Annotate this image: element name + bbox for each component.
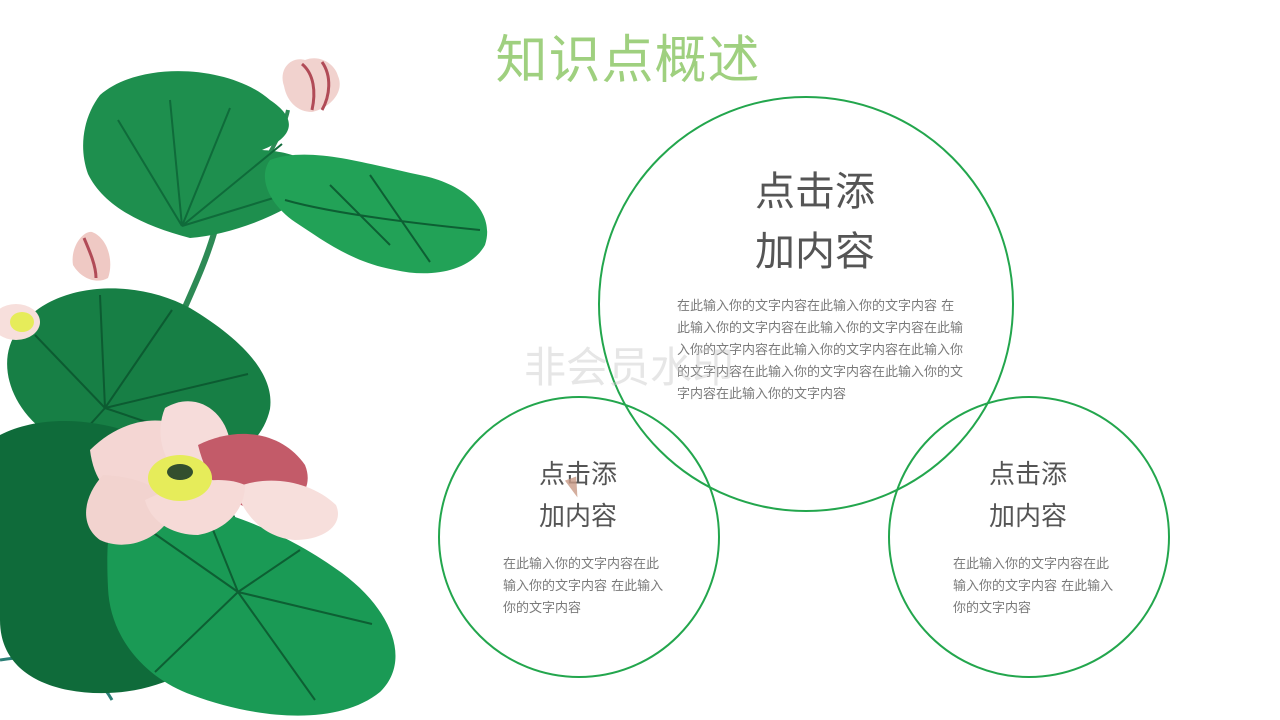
circle-heading-line: 点击添 bbox=[755, 169, 875, 215]
circle-heading-line: 加内容 bbox=[755, 229, 875, 275]
content-circle-left bbox=[438, 396, 720, 678]
circle-heading-large[interactable]: 点击添 加内容 bbox=[700, 162, 930, 282]
lotus-leaf bbox=[107, 500, 396, 716]
lotus-stamen bbox=[10, 312, 34, 332]
bud-shade bbox=[82, 237, 98, 279]
bud-shade bbox=[300, 61, 331, 111]
circle-body-text-right[interactable]: 在此输入你的文字内容在此输入你的文字内容 在此输入你的文字内容 bbox=[953, 557, 1114, 616]
lotus-petal bbox=[235, 480, 338, 540]
content-circle-right bbox=[888, 396, 1170, 678]
circle-heading-line: 点击添 bbox=[988, 460, 1067, 490]
lotus-seedpod bbox=[167, 464, 193, 480]
lotus-leaf bbox=[264, 154, 488, 274]
content-circle-large bbox=[598, 96, 1014, 512]
leaf-vein bbox=[34, 294, 249, 459]
lotus-illustration bbox=[0, 58, 488, 716]
circle-heading-line: 加内容 bbox=[988, 502, 1067, 532]
leaf-vein bbox=[134, 509, 373, 701]
lotus-leaf bbox=[83, 71, 317, 239]
circle-heading-left[interactable]: 点击添 加内容 bbox=[488, 454, 668, 538]
leaf-vein bbox=[117, 99, 283, 227]
circle-heading-right[interactable]: 点击添 加内容 bbox=[938, 454, 1118, 538]
lotus-petal bbox=[86, 475, 172, 545]
circle-heading-line: 加内容 bbox=[538, 502, 617, 532]
circle-body-text-large[interactable]: 在此输入你的文字内容在此输入你的文字内容 在此输入你的文字内容在此输入你的文字内… bbox=[677, 299, 964, 402]
lotus-bud bbox=[282, 58, 340, 112]
slide-title: 知识点概述 bbox=[495, 31, 761, 91]
circle-heading-line: 点击添 bbox=[538, 460, 617, 490]
leaf-vein bbox=[284, 174, 481, 263]
circle-body-text-left[interactable]: 在此输入你的文字内容在此输入你的文字内容 在此输入你的文字内容 bbox=[503, 557, 664, 616]
